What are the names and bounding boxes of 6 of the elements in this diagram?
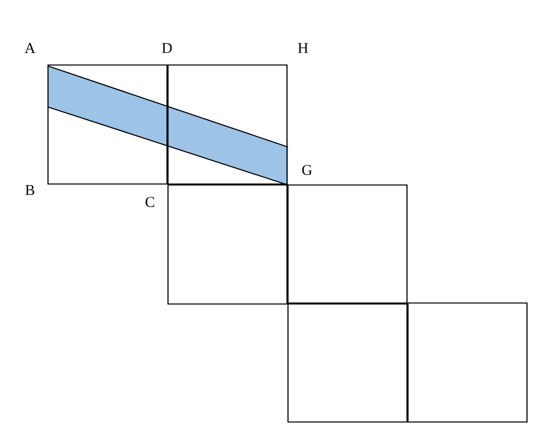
point-label: A — [24, 43, 36, 53]
point-label: G — [302, 164, 312, 176]
point-label: H — [298, 43, 308, 53]
point-label: D — [162, 43, 172, 53]
point-label: C — [146, 196, 154, 208]
point-label: B — [25, 185, 34, 195]
